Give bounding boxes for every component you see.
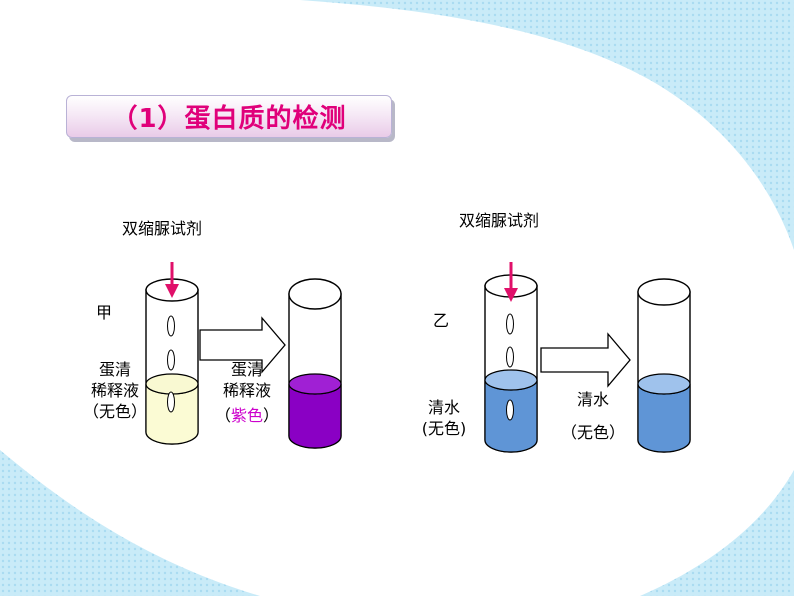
drop-icon xyxy=(167,391,175,413)
tube-left-before xyxy=(145,278,199,445)
reagent-label-right: 双缩脲试剂 xyxy=(459,211,540,230)
reagent-arrow-right-icon xyxy=(504,262,518,302)
reagent-arrow-left-icon xyxy=(165,262,179,298)
before-label-right: 清水 (无色) xyxy=(412,397,476,439)
drop-icon xyxy=(506,399,514,421)
tube-label-yi: 乙 xyxy=(433,311,450,330)
before-label-left: 蛋清 稀释液 （无色） xyxy=(80,359,150,422)
tube-right-before xyxy=(484,274,538,453)
after-label-left: 蛋清 稀释液 （紫色） xyxy=(212,359,282,426)
result-label: （紫色） xyxy=(214,406,280,425)
after-label-right: 清水 （无色） xyxy=(556,389,630,443)
drop-icon xyxy=(167,315,175,337)
page-title: （1）蛋白质的检测 xyxy=(66,95,392,138)
label-line: 稀释液 xyxy=(90,381,139,400)
process-arrow-left-icon xyxy=(199,316,286,374)
drop-icon xyxy=(506,346,514,368)
tube-right-after xyxy=(637,278,691,453)
label-line: (无色) xyxy=(421,419,467,438)
label-line: 清水 xyxy=(427,398,460,417)
label-line: 清水 xyxy=(576,390,609,409)
tube-label-jia: 甲 xyxy=(96,303,113,322)
label-line: 稀释液 xyxy=(222,381,271,400)
drop-icon xyxy=(167,349,175,371)
result-color-text: 紫色 xyxy=(230,406,263,425)
reagent-label-left: 双缩脲试剂 xyxy=(122,219,203,238)
drop-icon xyxy=(506,313,514,335)
tube-left-after xyxy=(288,278,342,449)
process-arrow-right-icon xyxy=(540,332,631,388)
label-line: 蛋清 xyxy=(98,360,131,379)
label-line: 蛋清 xyxy=(230,360,263,379)
label-line: （无色） xyxy=(560,423,625,442)
label-line: （无色） xyxy=(82,402,147,421)
